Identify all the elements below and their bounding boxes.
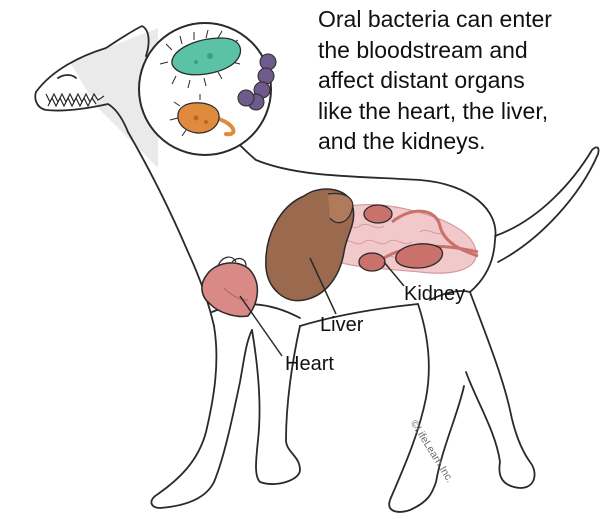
caption-text: Oral bacteria can enter the bloodstream … — [318, 4, 598, 157]
magnifier-circle — [138, 22, 277, 156]
caption-line: affect distant organs — [318, 67, 525, 93]
orange-bacterium-icon — [169, 94, 236, 137]
green-bacterium-icon — [159, 29, 241, 89]
kidney-leader — [383, 261, 405, 287]
heart-label: Heart — [285, 353, 334, 375]
teeth — [45, 92, 105, 108]
leader-lines — [239, 257, 405, 357]
liver — [265, 188, 355, 302]
kidney-label: Kidney — [404, 283, 466, 305]
caption-line: the bloodstream and — [318, 36, 528, 63]
liver-label: Liver — [320, 314, 364, 336]
magnifier-cone — [70, 28, 158, 168]
caption-line: and the kidneys. — [318, 128, 486, 154]
caption-line: like the heart, the liver, — [318, 97, 549, 124]
caption-line: Oral bacteria can enter — [318, 6, 552, 32]
heart-leader — [239, 295, 283, 357]
liver-leader — [309, 257, 337, 315]
heart — [201, 256, 259, 318]
kidneys — [358, 204, 479, 272]
purple-bacterium-icon — [237, 53, 277, 111]
